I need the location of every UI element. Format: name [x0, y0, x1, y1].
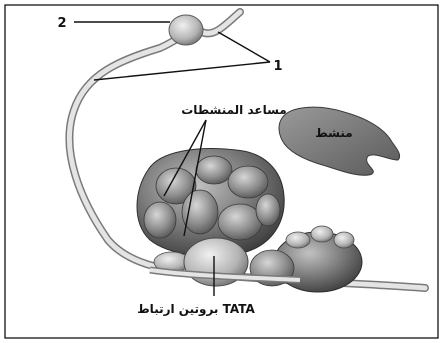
label-number-1: 1 — [273, 59, 282, 74]
label-activator: منشط — [315, 126, 352, 140]
label-number-2: 2 — [57, 16, 66, 31]
enhancer-bead — [169, 15, 203, 45]
label-tata-binding-protein: بروتين ارتباط TATA — [137, 302, 255, 317]
label-coactivator: مساعد المنشطات — [181, 103, 286, 117]
